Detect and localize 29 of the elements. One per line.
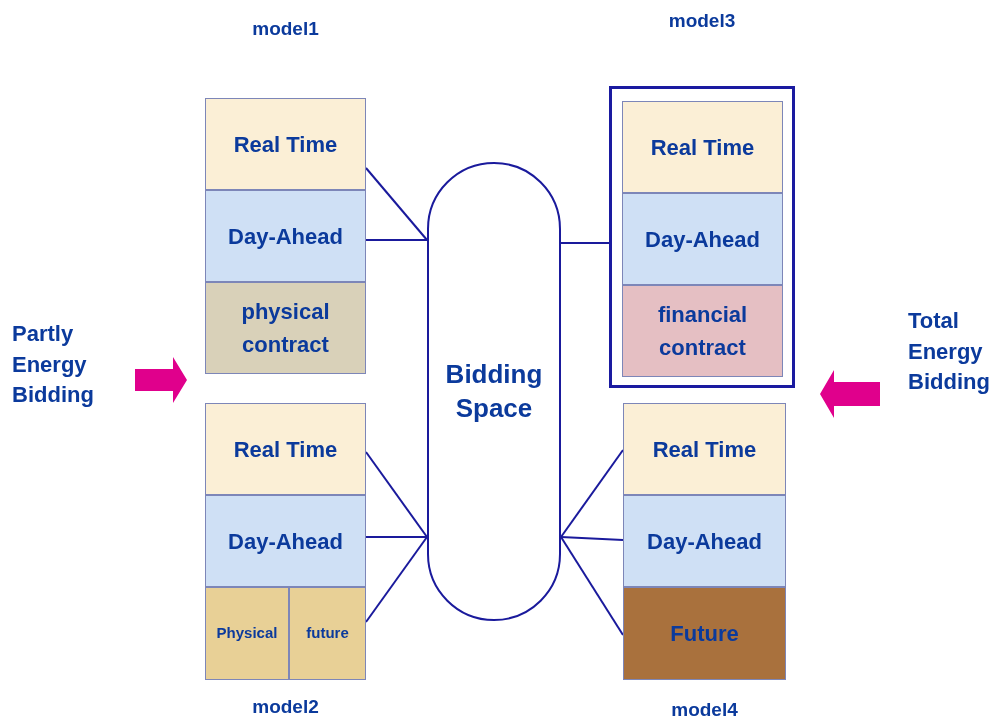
- contract-box: Future: [623, 587, 786, 680]
- market-box: Day-Ahead: [623, 495, 786, 587]
- connector-line: [365, 167, 428, 241]
- market-box: Real Time: [205, 403, 366, 495]
- connector-line: [365, 239, 428, 241]
- contract-box: Physical: [205, 587, 289, 680]
- connector-line: [365, 536, 428, 623]
- connector-line: [560, 242, 610, 244]
- connector-line: [365, 451, 428, 538]
- bidding-label: Total Energy Bidding: [880, 305, 1006, 399]
- bidding-label: Partly Energy Bidding: [12, 318, 135, 412]
- connector-line: [365, 536, 428, 538]
- contract-box: financial contract: [622, 285, 783, 377]
- model-label: model4: [670, 699, 739, 721]
- market-box: Real Time: [623, 403, 786, 495]
- contract-box: physical contract: [205, 282, 366, 374]
- market-box: Real Time: [622, 101, 783, 193]
- model-label: model3: [667, 10, 737, 32]
- market-box: Day-Ahead: [205, 495, 366, 587]
- connector-line: [560, 449, 624, 538]
- connector-line: [560, 536, 624, 636]
- market-box: Real Time: [205, 98, 366, 190]
- model-label: model1: [251, 18, 320, 40]
- market-box: Day-Ahead: [622, 193, 783, 285]
- bidding-space-capsule: Bidding Space: [427, 162, 561, 621]
- model-label: model2: [251, 696, 320, 718]
- connector-line: [560, 536, 624, 541]
- contract-box: future: [289, 587, 366, 680]
- market-box: Day-Ahead: [205, 190, 366, 282]
